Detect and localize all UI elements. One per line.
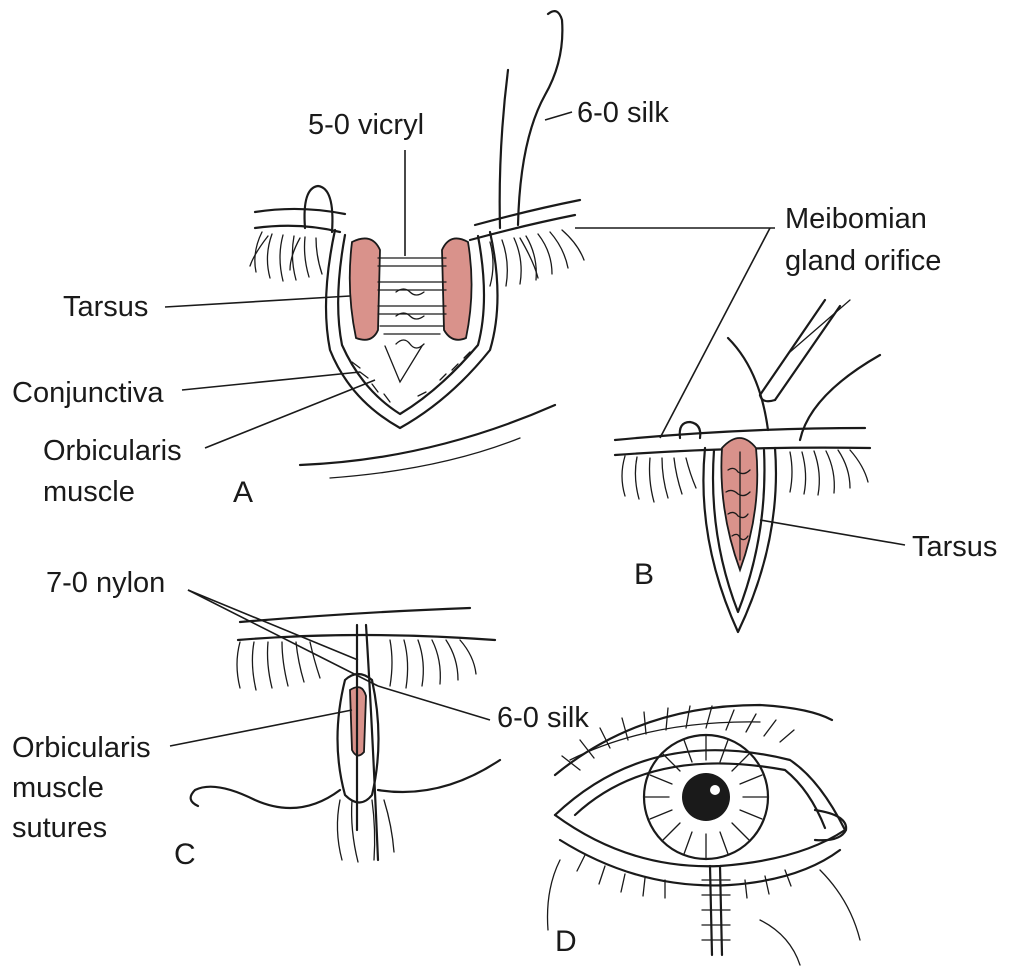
label-5-0-vicryl: 5-0 vicryl — [308, 109, 424, 141]
panel-label-b: B — [634, 558, 654, 591]
panel-label-c: C — [174, 838, 196, 871]
panel-a-illustration — [165, 11, 775, 478]
label-orbicularis-line1: Orbicularis — [43, 435, 182, 467]
label-sutures-line2: muscle — [12, 772, 104, 804]
label-orbicularis-line2: muscle — [43, 476, 135, 508]
panel-c-illustration — [170, 590, 500, 862]
label-7-0-nylon: 7-0 nylon — [46, 567, 165, 599]
label-tarsus-a: Tarsus — [63, 291, 148, 323]
label-meibomian-line2: gland orifice — [785, 245, 941, 277]
panel-b-illustration — [615, 228, 905, 632]
label-meibomian-line1: Meibomian — [785, 203, 927, 235]
panel-label-a: A — [233, 476, 253, 509]
panel-d-illustration — [548, 705, 861, 965]
label-sutures-line1: Orbicularis — [12, 732, 151, 764]
label-sutures-line3: sutures — [12, 812, 107, 844]
label-tarsus-b: Tarsus — [912, 531, 997, 563]
label-conjunctiva: Conjunctiva — [12, 377, 164, 409]
panel-label-d: D — [555, 925, 577, 958]
label-6-0-silk-top: 6-0 silk — [577, 97, 669, 129]
label-6-0-silk-c: 6-0 silk — [497, 702, 589, 734]
